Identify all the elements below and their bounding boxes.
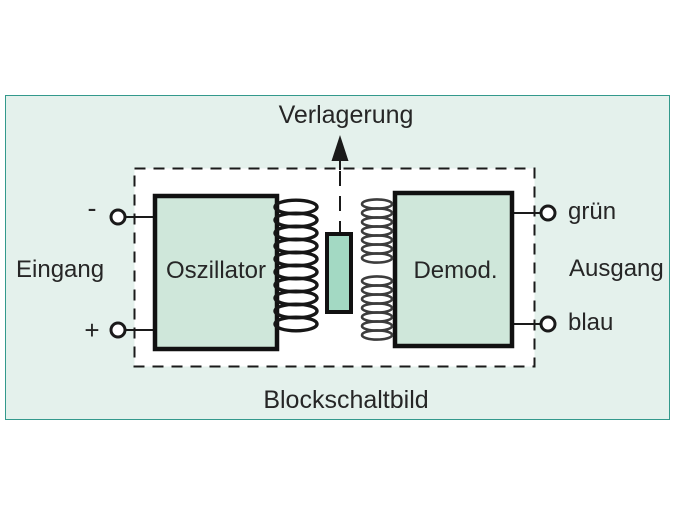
demodulator-block xyxy=(392,190,515,349)
gruen-terminal-icon xyxy=(539,204,557,222)
plus-terminal-icon xyxy=(109,321,127,339)
minus-terminal-icon xyxy=(109,208,127,226)
arrow-head-icon xyxy=(331,135,349,161)
input-label: Eingang xyxy=(16,256,105,283)
plus-sign-label: + xyxy=(84,315,100,345)
minus-sign-label: - xyxy=(87,193,97,223)
gruen-label: grün xyxy=(568,198,617,225)
displacement-label: Verlagerung xyxy=(278,101,414,129)
blau-terminal-icon xyxy=(539,315,557,333)
output-label: Ausgang xyxy=(569,255,664,282)
primary-coil-icon xyxy=(273,198,319,333)
secondary-coil-top-icon xyxy=(360,198,394,264)
demodulator-label: Demod. xyxy=(413,257,498,284)
secondary-coil-bottom-icon xyxy=(360,275,394,341)
oscillator-block xyxy=(152,193,280,352)
core-element xyxy=(325,232,353,314)
oscillator-label: Oszillator xyxy=(165,257,267,284)
blau-label: blau xyxy=(568,309,614,336)
caption-label: Blockschaltbild xyxy=(263,386,429,414)
displacement-arrow xyxy=(331,135,349,170)
